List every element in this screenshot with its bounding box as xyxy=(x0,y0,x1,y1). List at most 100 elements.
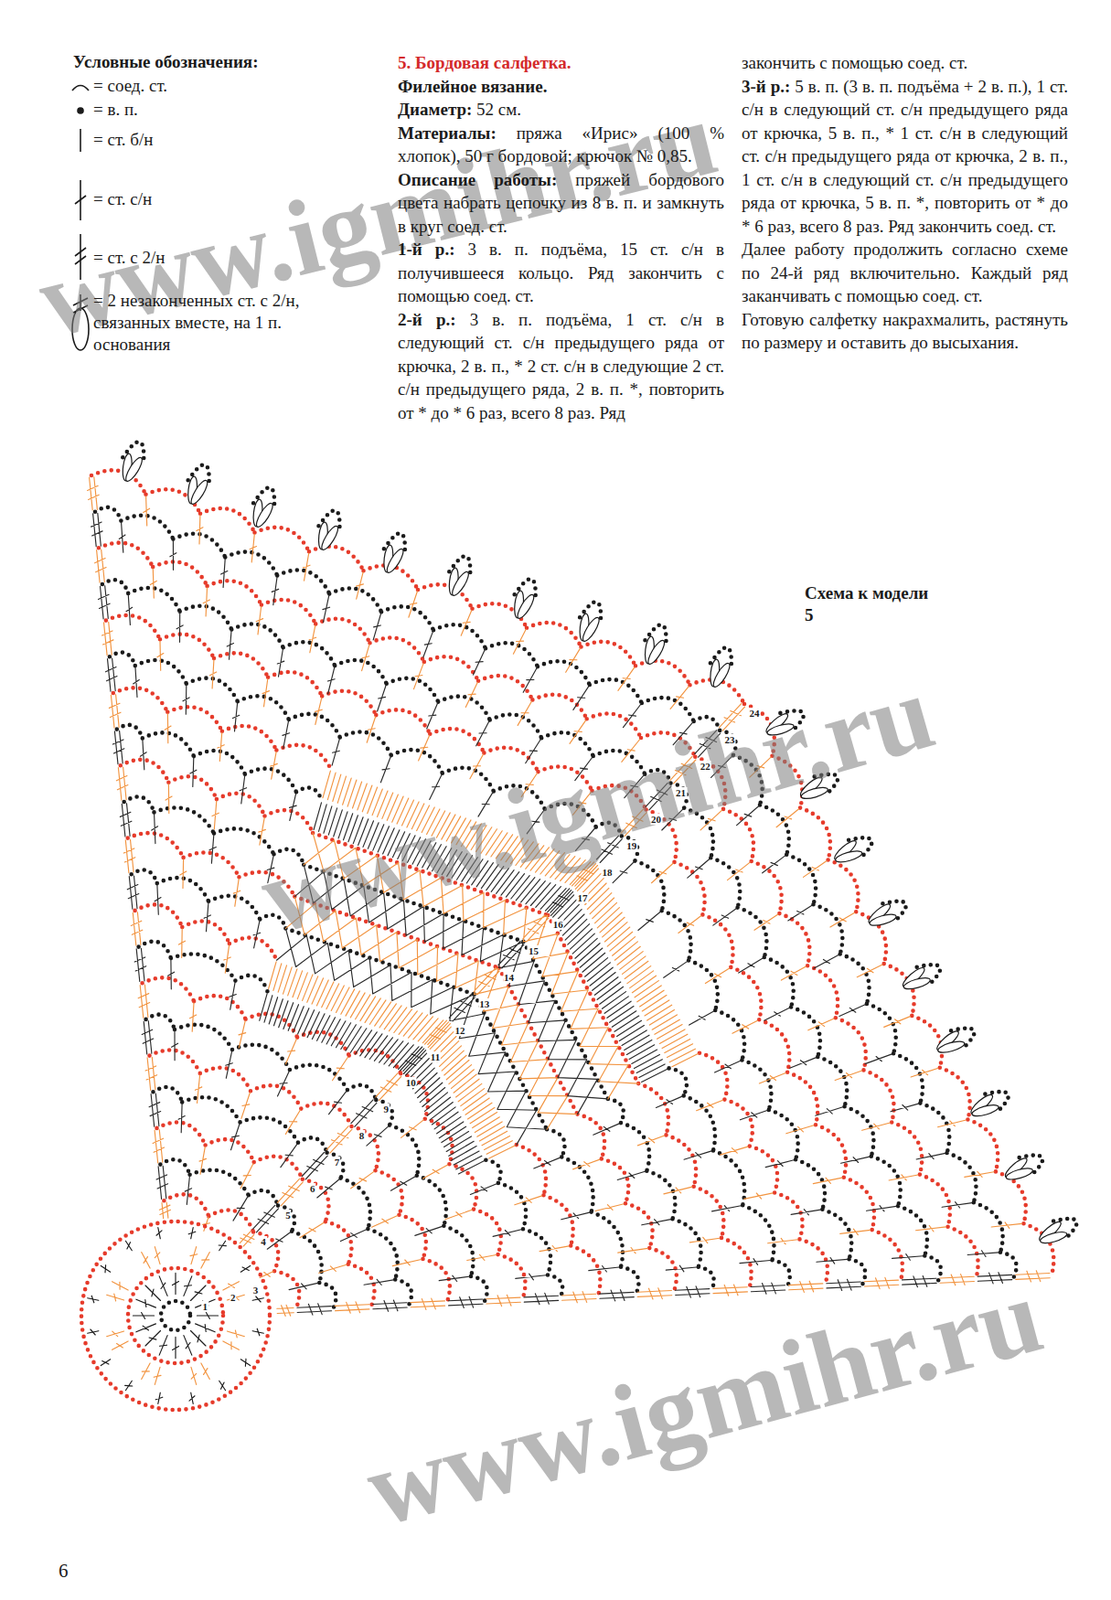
chain-arches xyxy=(163,1194,300,1311)
subtitle: Филейное вязание. xyxy=(397,74,725,99)
instruction-text: Готовую салфетку накрахмалить, растянуть… xyxy=(741,308,1069,355)
chain-arches xyxy=(146,1014,488,1303)
spec-text: Материалы: пряжа «Ирис» (100 % хлопок), … xyxy=(397,121,725,169)
instruction-text: закончить с помощью соед. ст. xyxy=(741,51,1069,75)
text-lead: 1-й р.: xyxy=(397,239,455,259)
row-1-chain xyxy=(128,1268,224,1364)
row-number: 11 xyxy=(429,1051,441,1063)
text-lead: Описание работы: xyxy=(397,170,557,190)
row-24 xyxy=(87,470,1055,1282)
row-number: 19 xyxy=(625,840,638,852)
row-number: 20 xyxy=(650,813,663,825)
row-1-posts xyxy=(132,1272,218,1358)
instruction-text: Далее работу продолжить согласно схеме п… xyxy=(741,237,1069,309)
row-3-posts xyxy=(87,1228,265,1405)
row-12 xyxy=(130,904,600,1303)
row-number: 10 xyxy=(405,1077,417,1089)
row-7 xyxy=(149,1087,412,1312)
text-lead: Материалы: xyxy=(397,123,497,143)
stitch-posts xyxy=(156,1165,332,1315)
row-22 xyxy=(95,543,979,1286)
row-number: 14 xyxy=(502,972,515,983)
row-number: 24 xyxy=(748,707,761,719)
picot-cluster xyxy=(1038,1229,1068,1246)
picot-cluster xyxy=(580,615,603,643)
row-number: 7 xyxy=(333,1156,342,1168)
stitch-posts xyxy=(91,512,1013,1284)
text-column: закончить с помощью соед. ст.3-й р.: 5 в… xyxy=(741,51,1069,355)
stitch-posts xyxy=(130,912,597,1304)
text-lead: 3-й р.: xyxy=(741,76,791,97)
chain-arches xyxy=(135,904,601,1296)
row-number: 1 xyxy=(202,1301,210,1313)
chain-arches xyxy=(98,543,979,1280)
row-number: 9 xyxy=(383,1103,391,1115)
picot-cluster xyxy=(834,848,864,865)
stitch-posts xyxy=(138,984,521,1307)
instruction-text: 2-й р.: 3 в. п. подъёма, 1 ст. с/н в сле… xyxy=(397,308,725,426)
chart-caption: Схема к модели 5 xyxy=(804,582,933,627)
stitch-posts xyxy=(127,875,634,1302)
picot-cluster xyxy=(254,501,277,529)
row-3-chain xyxy=(81,1221,270,1411)
single-crochet-symbol xyxy=(79,128,82,152)
row-number: 12 xyxy=(453,1025,466,1037)
legend-text: = соед. ст. xyxy=(93,74,168,97)
chain-arches xyxy=(95,507,1017,1278)
stitch-posts xyxy=(159,1202,294,1317)
instruction-text: 1-й р.: 3 в. п. подъёма, 15 ст. с/н в по… xyxy=(397,237,725,309)
legend-text: = 2 незаконченных ст. с 2/н, связанных в… xyxy=(93,289,318,356)
instruction-text: 3-й р.: 5 в. п. (3 в. п. подъёма + 2 в. … xyxy=(741,74,1069,239)
text-body: 52 см. xyxy=(471,99,522,119)
ring-chain xyxy=(160,1301,191,1331)
center-motif xyxy=(81,1221,270,1411)
row-number: 4 xyxy=(259,1236,268,1248)
chain-symbol xyxy=(76,106,85,115)
text-body: 5 в. п. (3 в. п. подъёма + 2 в. п.), 1 с… xyxy=(741,76,1069,236)
picot-cluster xyxy=(1004,1165,1034,1182)
picot-cluster xyxy=(645,638,668,666)
row-number: 22 xyxy=(699,760,712,772)
slip-stitch-symbol xyxy=(72,85,89,92)
picot-cluster xyxy=(710,661,733,689)
chain-arches xyxy=(149,1049,450,1304)
legend-text: = ст. с/н xyxy=(93,188,152,211)
picot-cluster xyxy=(902,975,931,992)
row-number: 17 xyxy=(576,892,589,904)
text-column: 5. Бордовая салфетка.Филейное вязание.Ди… xyxy=(397,51,725,425)
row-13 xyxy=(127,870,639,1302)
chain-arches xyxy=(91,470,1054,1276)
row-number: 16 xyxy=(552,918,565,930)
chain-arches xyxy=(138,941,564,1299)
picot-cluster xyxy=(449,569,472,598)
double-crochet-tick xyxy=(74,195,86,204)
picot-cluster xyxy=(514,592,537,620)
picot-cluster xyxy=(319,523,342,552)
text-lead: 2-й р.: xyxy=(397,309,457,330)
page-number: 6 xyxy=(58,1559,69,1582)
picot-cluster xyxy=(937,1039,966,1056)
legend-text: = в. п. xyxy=(93,98,139,121)
row-10 xyxy=(138,977,525,1306)
stitch-posts xyxy=(149,1093,407,1312)
picot-cluster xyxy=(123,455,146,483)
row-number: 21 xyxy=(674,787,687,799)
instruction-text: Описание работы: пряжей бордового цвета … xyxy=(397,168,725,239)
row-6 xyxy=(152,1122,374,1314)
row-number: 18 xyxy=(600,866,613,878)
stitch-posts xyxy=(87,477,1051,1282)
row-number: 8 xyxy=(358,1130,366,1142)
spec-text: Диаметр: 52 см. xyxy=(397,97,725,122)
row-number: 5 xyxy=(284,1209,292,1221)
title: 5. Бордовая салфетка. xyxy=(397,51,725,75)
text-lead: Диаметр: xyxy=(397,99,472,119)
row-number: 2 xyxy=(229,1292,237,1304)
row-number: 3 xyxy=(252,1284,260,1296)
row-4 xyxy=(159,1194,300,1316)
row-2-posts xyxy=(106,1247,246,1386)
row-number: 15 xyxy=(527,945,540,957)
picot-chains xyxy=(122,441,732,671)
picot-cluster xyxy=(868,912,898,929)
picot-cluster xyxy=(971,1102,1000,1119)
